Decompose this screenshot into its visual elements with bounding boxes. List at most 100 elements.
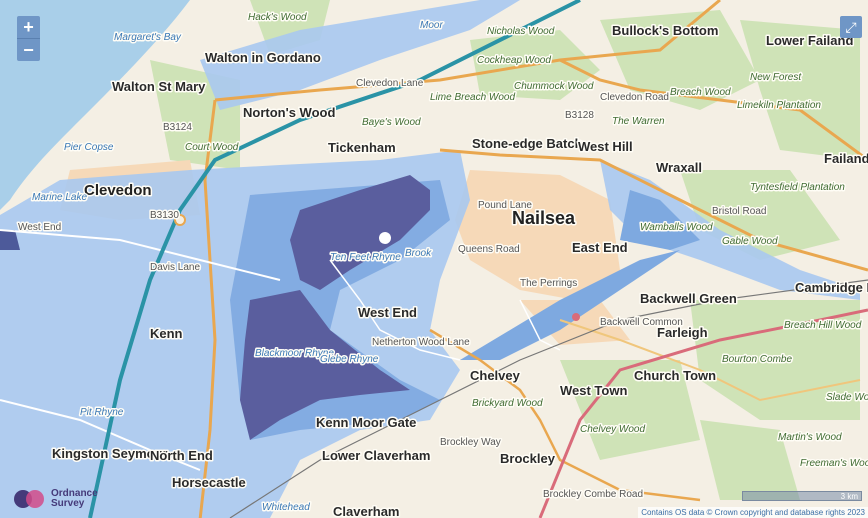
os-logo-icon (14, 488, 48, 510)
label-blackmoor-rhyne: Blackmoor Rhyne (255, 348, 334, 359)
label-glebe-rhyne: Glebe Rhyne (320, 354, 379, 365)
label-clevedon: Clevedon (84, 182, 152, 199)
label-tickenham: Tickenham (328, 140, 396, 155)
label-breach-wood: Breach Wood (670, 87, 731, 98)
fullscreen-button[interactable]: ⤢ (840, 16, 862, 38)
label-brockley-way: Brockley Way (440, 437, 501, 448)
label-horsecastle: Horsecastle (172, 475, 246, 490)
label-nortons-wood: Norton's Wood (243, 105, 335, 120)
label-clevedon-road: Clevedon Road (600, 92, 669, 103)
label-cambridge-batch: Cambridge Batch (795, 280, 868, 295)
label-kenn: Kenn (150, 326, 183, 341)
label-new-forest: New Forest (750, 72, 802, 83)
zoom-out-button[interactable]: − (23, 39, 34, 60)
label-ten-feet-rhyne: Ten Feet Rhyne (330, 252, 401, 263)
map-labels: Hack's Wood Moor Margaret's Bay Walton i… (17, 11, 868, 518)
flood-zone-north (200, 0, 520, 110)
label-failand: Failand (824, 151, 868, 166)
label-chummock-wood: Chummock Wood (514, 81, 594, 92)
label-kenn-moor-gate: Kenn Moor Gate (316, 415, 416, 430)
label-chelvey: Chelvey (470, 368, 521, 383)
junction-marker (572, 313, 580, 321)
label-wamballs-wood: Wamballs Wood (640, 222, 713, 233)
label-brockley: Brockley (500, 451, 556, 466)
label-martins-wood: Martin's Wood (778, 432, 842, 443)
flood-zone-high-south (240, 290, 410, 440)
zoom-in-button[interactable]: + (17, 16, 40, 39)
label-pit-rhyne: Pit Rhyne (80, 407, 124, 418)
label-tyntesfield: Tyntesfield Plantation (750, 182, 845, 193)
label-margarets-bay: Margaret's Bay (114, 32, 182, 43)
label-netherton-wood-lane: Netherton Wood Lane (372, 337, 470, 348)
m5-motorway (88, 0, 581, 518)
label-queens-road: Queens Road (458, 244, 520, 255)
scale-label: 3 km (840, 492, 858, 501)
label-chelvey-wood: Chelvey Wood (580, 424, 645, 435)
label-bristol-road: Bristol Road (712, 206, 766, 217)
flood-point-west (0, 230, 20, 250)
sea-area (0, 0, 190, 210)
label-west-town: West Town (560, 383, 627, 398)
expand-icon: ⤢ (845, 18, 857, 35)
label-stone-edge-batch: Stone-edge Batch (472, 136, 583, 151)
label-the-warren: The Warren (612, 116, 665, 127)
label-court-wood: Court Wood (185, 142, 239, 153)
railway-line (229, 279, 868, 518)
label-bayes-wood: Baye's Wood (362, 117, 421, 128)
roundabout (174, 214, 186, 226)
label-backwell-common: Backwell Common (600, 317, 683, 328)
label-wraxall: Wraxall (656, 160, 702, 175)
label-west-hill: West Hill (578, 139, 633, 154)
label-farleigh: Farleigh (657, 325, 708, 340)
a-road (538, 308, 868, 518)
label-nailsea: Nailsea (512, 208, 576, 228)
label-bourton-combe: Bourton Combe (722, 354, 792, 365)
label-b3124: B3124 (163, 122, 192, 133)
os-logo-line1: Ordnance (51, 488, 98, 499)
label-brockley-combe-road: Brockley Combe Road (543, 489, 643, 500)
label-claverham: Claverham (333, 504, 399, 518)
label-freemans-wood: Freeman's Wood (800, 458, 868, 469)
label-brickyard-wood: Brickyard Wood (472, 398, 543, 409)
flood-zone-medium-east (620, 190, 700, 250)
label-davis-lane: Davis Lane (150, 262, 200, 273)
flood-gap (379, 232, 391, 244)
label-slade-wood: Slade Wood (826, 392, 868, 403)
label-church-town: Church Town (634, 368, 716, 383)
label-lime-breach-wood: Lime Breach Wood (430, 92, 515, 103)
label-nicholas-wood: Nicholas Wood (487, 26, 555, 37)
label-breach-hill-wood: Breach Hill Wood (784, 320, 862, 331)
label-hacks-wood: Hack's Wood (248, 12, 307, 23)
label-marine-lake: Marine Lake (32, 192, 87, 203)
os-logo-line2: Survey (51, 498, 85, 509)
label-north-end: North End (150, 448, 213, 463)
label-pound-lane: Pound Lane (478, 200, 532, 211)
label-clevedon-lane: Clevedon Lane (356, 78, 424, 89)
label-backwell-green: Backwell Green (640, 291, 737, 306)
label-brook: Brook (405, 248, 432, 259)
flood-zone-east (600, 160, 860, 300)
label-west-end-2: West End (358, 305, 417, 320)
label-lower-claverham: Lower Claverham (322, 448, 430, 463)
os-logo: Ordnance Survey (14, 488, 98, 510)
label-limekiln-plantation: Limekiln Plantation (737, 100, 821, 111)
flood-zone-medium-channel (460, 250, 680, 360)
scale-bar: 3 km (742, 491, 862, 501)
label-cockheap-wood: Cockheap Wood (477, 55, 551, 66)
label-whitehead: Whitehead (262, 502, 310, 513)
flood-zone-high-north (290, 175, 430, 290)
label-bullocks-bottom: Bullock's Bottom (612, 23, 718, 38)
label-gable-wood: Gable Wood (722, 236, 778, 247)
attribution: Contains OS data © Crown copyright and d… (638, 507, 868, 518)
label-perrings: The Perrings (520, 278, 577, 289)
label-moor: Moor (420, 20, 443, 31)
label-walton-st-mary: Walton St Mary (112, 79, 206, 94)
label-walton-in-gordano: Walton in Gordano (205, 50, 321, 65)
label-east-end: East End (572, 240, 628, 255)
label-west-end-1: West End (18, 222, 61, 233)
label-b3128: B3128 (565, 110, 594, 121)
label-lower-failand: Lower Failand (766, 33, 853, 48)
zoom-control: + − (17, 16, 40, 61)
